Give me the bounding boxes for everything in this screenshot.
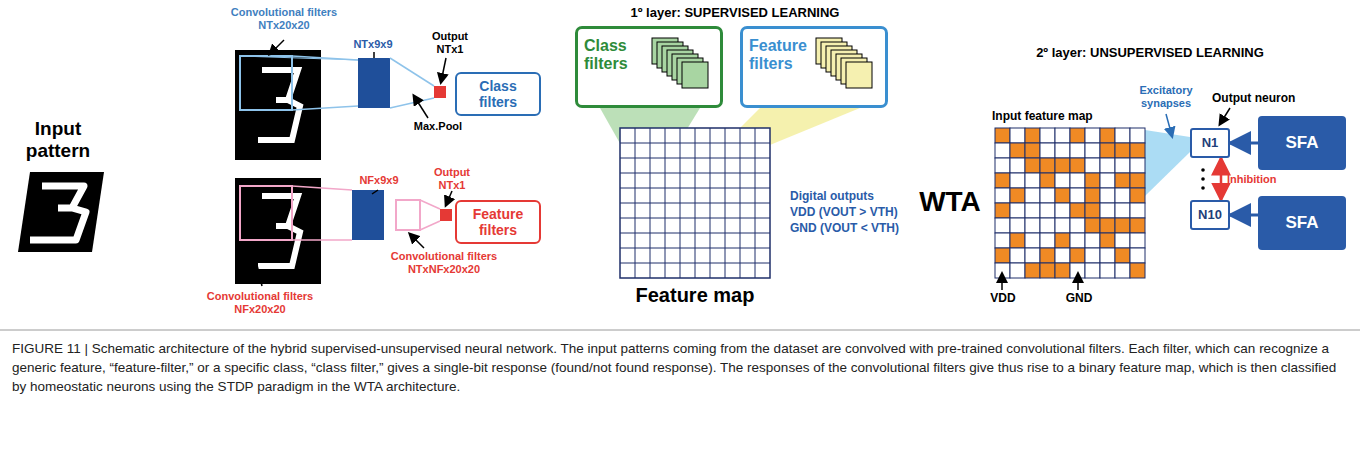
conv-label: Convolutional filters NTxNFx20x20: [384, 250, 504, 275]
connector-arrow: [1230, 214, 1258, 217]
neuron-dots: [1201, 168, 1205, 190]
size-label: NTx9x9: [340, 38, 406, 51]
class-conv-illustration: [235, 40, 446, 160]
sfa-block: SFA: [1258, 116, 1346, 170]
outputs-note: VDD (VOUT > VTH): [790, 206, 930, 220]
feature-filter-box: Feature filters: [455, 200, 541, 244]
input-title: Input pattern: [8, 118, 108, 162]
connector-arrow: [1220, 158, 1223, 200]
caption-rule: [0, 330, 1360, 331]
feature-map-title: Feature map: [590, 284, 800, 307]
connector-arrow: [1230, 142, 1258, 145]
class-filter-box: Class filters: [455, 72, 541, 116]
filter-stacks: [652, 38, 872, 88]
node-label: Feature filters: [749, 37, 819, 74]
layer-title: 2º layer: UNSUPERVISED LEARNING: [1000, 46, 1300, 61]
synapse-label: Excitatory synapses: [1128, 84, 1204, 109]
node-label: SFA: [1285, 213, 1318, 233]
input-digit: [18, 172, 104, 252]
voltage-label: GND: [1062, 292, 1096, 306]
node-label: N10: [1198, 208, 1222, 223]
figure-caption: FIGURE 11 | Schematic architecture of th…: [12, 340, 1348, 397]
voltage-label: VDD: [986, 292, 1020, 306]
input-feature-map: [995, 128, 1145, 278]
outputs-note: GND (VOUT < VTH): [790, 222, 930, 236]
node-label: Feature filters: [461, 206, 535, 238]
leader-line: [1220, 108, 1230, 124]
conv-label: Convolutional filters NFx20x20: [200, 290, 320, 315]
maxpool-label: Max.Pool: [408, 120, 468, 133]
node-label: SFA: [1285, 133, 1318, 153]
node-label: N1: [1202, 136, 1219, 151]
sfa-block: SFA: [1258, 196, 1346, 250]
node-label: Class filters: [584, 37, 650, 74]
class-filters-group: Class filters: [575, 26, 723, 108]
neuron-label: Output neuron: [1212, 92, 1312, 106]
output-neuron: N1: [1190, 128, 1230, 158]
leader-line: [1166, 114, 1172, 136]
size-label: NFx9x9: [346, 174, 412, 187]
outputs-note: Digital outputs: [790, 190, 930, 204]
filter-square: [846, 62, 872, 88]
edge-label: Inhibition: [1227, 173, 1276, 186]
feature-map-grid: [620, 128, 770, 278]
layer-title: 1º layer: SUPERVISED LEARNING: [580, 6, 890, 21]
output-label: Output NTx1: [420, 166, 484, 191]
leader-line: [1001, 274, 1003, 290]
leader-line: [1077, 274, 1079, 290]
synapse-fan: [1145, 130, 1190, 196]
conv-label: Convolutional filters NTx20x20: [226, 6, 342, 31]
grid-title: Input feature map: [992, 110, 1142, 124]
filter-square: [682, 62, 708, 88]
node-label: Class filters: [461, 78, 535, 110]
wta-title: WTA: [910, 186, 990, 218]
output-neuron: N10: [1190, 200, 1230, 230]
feature-filters-group: Feature filters: [740, 26, 888, 108]
output-label: Output NTx1: [418, 30, 482, 55]
